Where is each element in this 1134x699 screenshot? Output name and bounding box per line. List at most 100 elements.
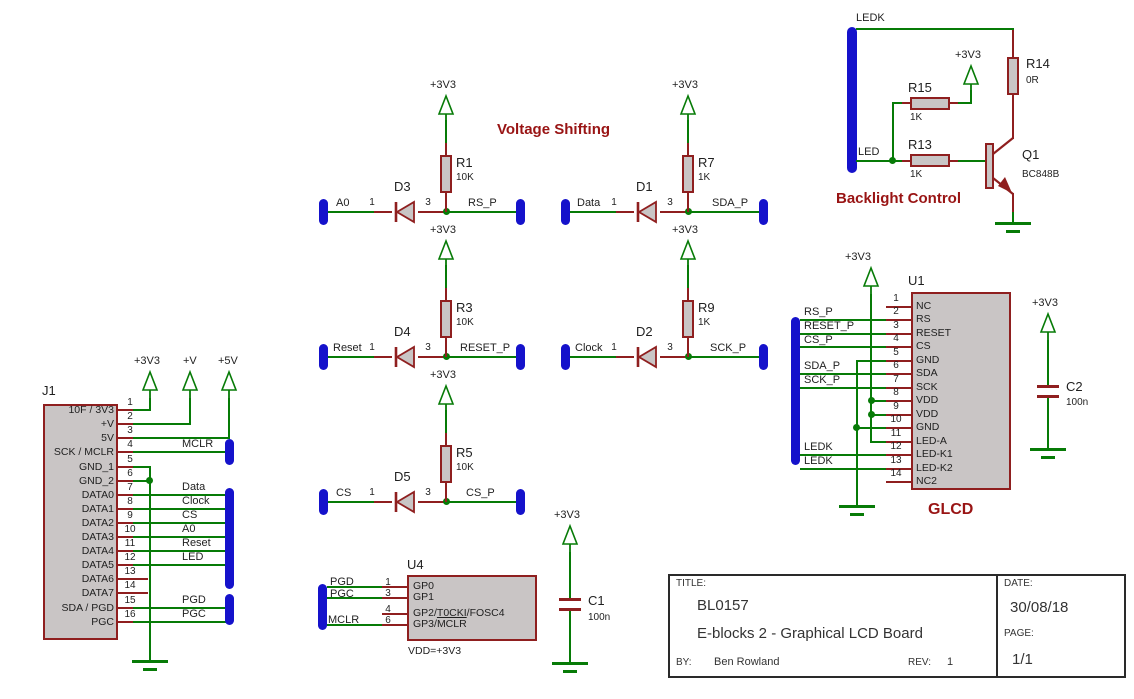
resistor-value: 1K <box>910 169 923 180</box>
wire <box>800 468 886 470</box>
wire <box>800 373 886 375</box>
resistor-value: 10K <box>456 317 474 328</box>
j1-pin-name: GND_1 <box>78 461 114 473</box>
pin-stub <box>116 621 134 623</box>
wire <box>133 423 190 425</box>
j1-pin-name: GND_2 <box>78 475 114 487</box>
pin-stub <box>660 211 689 213</box>
pin-stub <box>382 597 407 599</box>
diode-pin-num: 1 <box>369 342 375 353</box>
pin-stub <box>116 494 134 496</box>
j1-ref: J1 <box>42 383 56 398</box>
u4-note: VDD=+3V3 <box>408 645 462 657</box>
supply-label: +V <box>183 355 197 367</box>
resistor-value: 1K <box>698 317 711 328</box>
pin-stub <box>116 564 134 566</box>
pin-stub <box>886 360 913 362</box>
resistor-ref: R1 <box>456 155 473 170</box>
wire <box>800 454 886 456</box>
u1-pin-num: 14 <box>890 468 902 479</box>
wire <box>328 356 374 358</box>
u1-pin-name: GND <box>916 421 940 433</box>
j1-pin-name: DATA3 <box>81 531 114 543</box>
diode-pin-num: 1 <box>369 197 375 208</box>
resistor-ref: R3 <box>456 300 473 315</box>
u1-pin-num: 10 <box>890 414 902 425</box>
net-label: Data <box>577 197 601 209</box>
net-label: LED <box>858 146 880 158</box>
net-label: CS_P <box>466 487 495 499</box>
pin-stub <box>116 480 134 482</box>
connector-pill <box>225 488 234 589</box>
section-heading: GLCD <box>928 501 974 518</box>
net-label: CS_P <box>804 334 833 346</box>
u4-pin-num: 1 <box>385 577 391 588</box>
power-arrow-icon <box>181 369 199 398</box>
j1-pin-name: DATA1 <box>81 503 114 515</box>
page-value: 1/1 <box>1012 651 1033 668</box>
u4-pin-name: GP1 <box>413 591 435 603</box>
connector-pill <box>791 317 800 465</box>
pin-stub <box>418 211 447 213</box>
ground-icon <box>995 222 1031 225</box>
pin-stub <box>886 441 913 443</box>
page-label: PAGE: <box>1004 628 1034 639</box>
net-label: LEDK <box>804 455 833 467</box>
pin-stub <box>116 592 148 594</box>
j1-pin-name: +V <box>100 418 114 430</box>
pin-stub <box>886 346 913 348</box>
wire <box>570 211 616 213</box>
resistor-value: 1K <box>910 112 923 123</box>
wire <box>856 361 858 507</box>
u1-pin-name: NC <box>916 300 932 312</box>
power-arrow-icon <box>437 383 455 412</box>
u1-pin-num: 13 <box>890 455 902 466</box>
diode-ref: D2 <box>636 324 653 339</box>
pin-stub <box>616 211 634 213</box>
wire <box>133 508 226 510</box>
diode-icon <box>636 200 657 224</box>
u1-pin-num: 1 <box>893 293 899 304</box>
connector-pill <box>225 439 234 465</box>
wire <box>800 346 886 348</box>
power-arrow-icon <box>679 238 697 267</box>
diode-ref: D3 <box>394 179 411 194</box>
pin-stub <box>886 481 913 483</box>
j1-pin-name: DATA4 <box>81 545 114 557</box>
pin-stub <box>382 613 407 615</box>
j1-body <box>43 404 118 640</box>
wire <box>133 451 226 453</box>
pin-stub <box>886 333 913 335</box>
j1-pin-name: DATA6 <box>81 573 114 585</box>
title-block <box>668 574 1126 678</box>
wire <box>328 211 374 213</box>
diode-ref: D4 <box>394 324 411 339</box>
wire <box>445 410 447 433</box>
power-arrow-icon <box>679 93 697 122</box>
resistor-ref: R13 <box>908 137 932 152</box>
u1-pin-num: 4 <box>893 333 899 344</box>
power-arrow-icon <box>962 63 980 92</box>
j1-pin-name: 5V <box>101 432 114 444</box>
net-label: CS <box>336 487 352 499</box>
u1-body <box>911 292 1011 490</box>
j1-pin-name: DATA2 <box>81 517 114 529</box>
resistor-value: 1K <box>698 172 711 183</box>
u1-pin-num: 11 <box>890 428 902 439</box>
connector-pill <box>225 594 234 625</box>
wire <box>1047 340 1049 385</box>
j1-pin-num: 3 <box>127 425 133 436</box>
u4-pin-num: 4 <box>385 604 391 615</box>
ground-icon <box>132 660 168 663</box>
pin-stub <box>445 433 447 445</box>
junction-dot <box>853 424 860 431</box>
resistor-value: 0R <box>1026 75 1039 86</box>
wire <box>149 398 151 411</box>
resistor <box>440 155 452 193</box>
net-label: A0 <box>182 523 196 535</box>
pin-stub <box>950 160 958 162</box>
section-heading: Backlight Control <box>836 190 962 207</box>
wire <box>189 398 191 425</box>
resistor <box>1007 57 1019 95</box>
net-label: RS_P <box>804 306 833 318</box>
